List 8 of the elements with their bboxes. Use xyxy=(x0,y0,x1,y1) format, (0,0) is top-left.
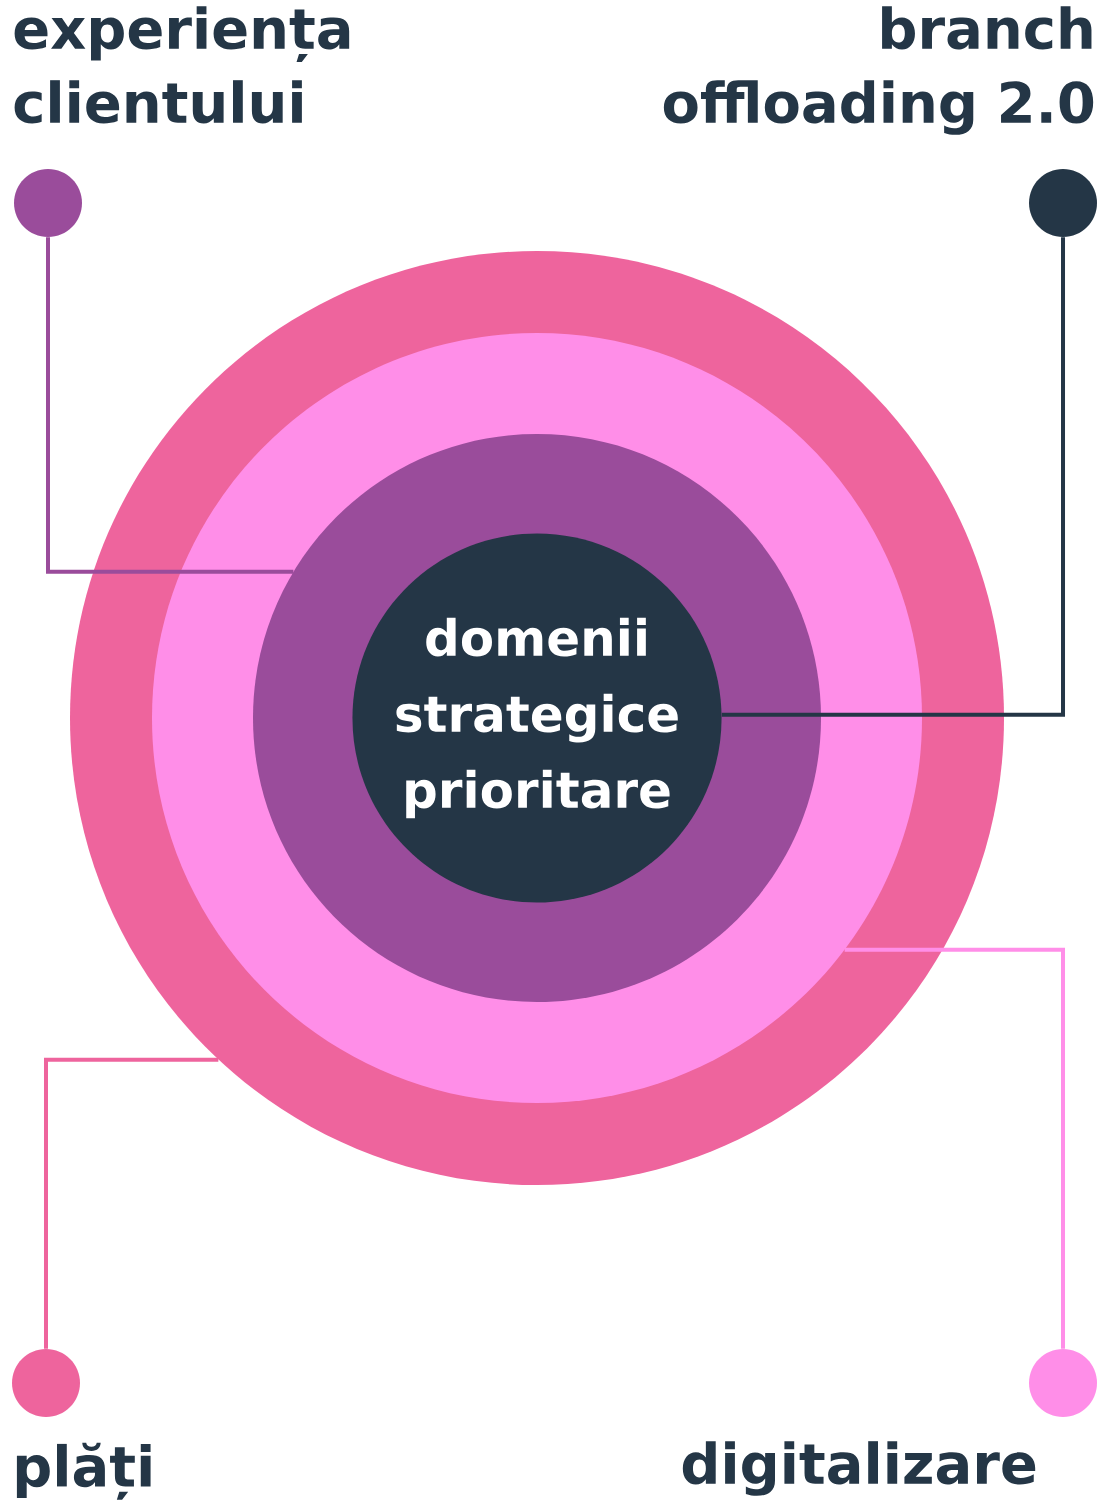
category-label: experiența clientului xyxy=(14,6,350,124)
leader-line xyxy=(721,237,1065,717)
category-label: digitalizare xyxy=(682,1441,1036,1496)
leader-line xyxy=(844,947,1065,1349)
leader-line xyxy=(46,237,294,574)
leader-line xyxy=(44,1057,219,1349)
category-label: plăți xyxy=(16,1442,151,1500)
category-label: branch offloading 2.0 xyxy=(663,6,1094,135)
